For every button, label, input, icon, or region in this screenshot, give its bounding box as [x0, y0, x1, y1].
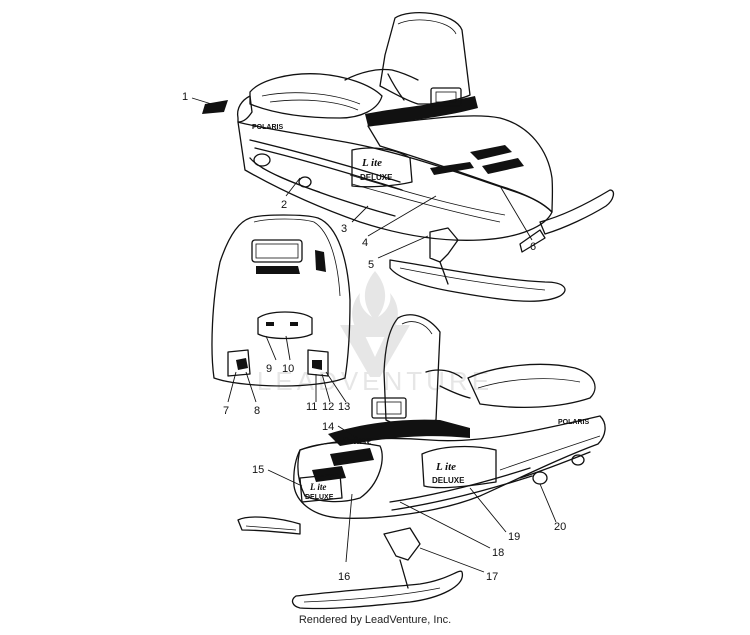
callout-19: 19	[508, 531, 520, 543]
callout-4: 4	[362, 237, 368, 249]
lower-snowmobile: L ite DELUXE Deluxe L ite DELUXE POLARIS	[237, 314, 606, 610]
callout-numbers: 1 2 3 4 5 6 7 8 9 10 11 12 13 14 15 16 1…	[182, 91, 566, 583]
callout-2: 2	[281, 199, 287, 211]
callout-6: 6	[530, 241, 536, 253]
upper-brand-decal: POLARIS	[252, 124, 283, 131]
callout-9: 9	[266, 363, 272, 375]
callout-11: 11	[306, 401, 317, 413]
callout-17: 17	[486, 571, 498, 583]
callout-14: 14	[322, 421, 334, 433]
callout-3: 3	[341, 223, 347, 235]
lower-brand-decal: POLARIS	[558, 419, 589, 426]
callout-10: 10	[282, 363, 294, 375]
footer-credit: Rendered by LeadVenture, Inc.	[298, 614, 452, 626]
hood-top-view	[211, 214, 351, 387]
callout-15: 15	[252, 464, 264, 476]
upper-model-decal: L ite	[361, 157, 382, 169]
callout-16: 16	[338, 571, 350, 583]
callout-18: 18	[492, 547, 504, 559]
callout-13: 13	[338, 401, 350, 413]
callout-12: 12	[322, 401, 334, 413]
callout-7: 7	[223, 405, 229, 417]
front-model-decal: L ite	[309, 482, 326, 492]
lower-trim-decal: DELUXE	[432, 476, 465, 485]
callout-20: 20	[554, 521, 566, 533]
callout-1: 1	[182, 91, 188, 103]
lower-model-decal: L ite	[435, 461, 456, 473]
callout-5: 5	[368, 259, 374, 271]
leader-lines	[191, 97, 557, 573]
upper-trim-decal: DELUXE	[360, 173, 393, 182]
upper-snowmobile: L ite DELUXE POLARIS	[236, 12, 615, 302]
hood-script-decal: Deluxe	[341, 436, 372, 447]
front-trim-decal: DELUXE	[305, 494, 334, 501]
callout-8: 8	[254, 405, 260, 417]
